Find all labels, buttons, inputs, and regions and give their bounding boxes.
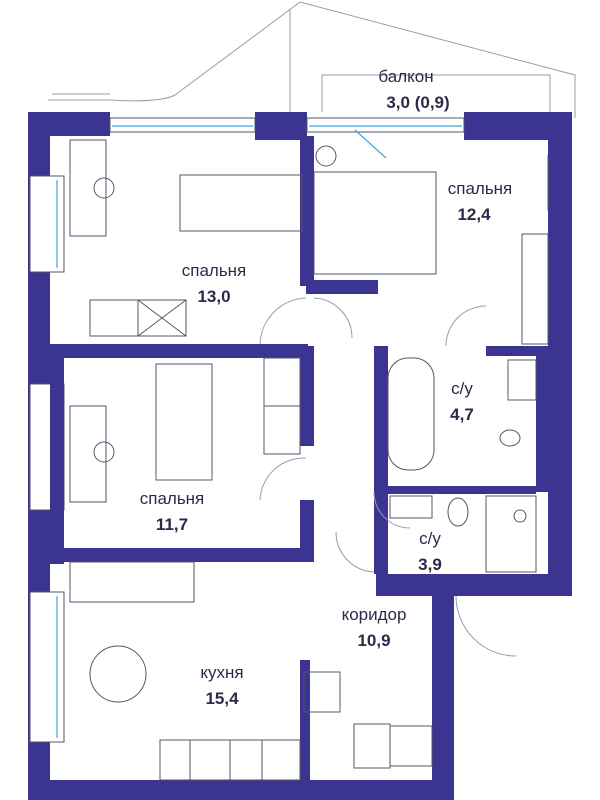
room-name: кухня	[200, 663, 243, 682]
room-label-bedroom-1: спальня 13,0	[182, 261, 247, 306]
bedroom-1-furniture	[69, 139, 303, 337]
room-area: 3,0 (0,9)	[386, 93, 449, 112]
door-swings	[259, 297, 517, 657]
room-label-corridor: коридор 10,9	[342, 605, 407, 650]
room-label-bedroom-2: спальня 12,4	[448, 179, 513, 224]
room-name: с/у	[419, 529, 441, 548]
room-label-bath-2: с/у 3,9	[418, 529, 442, 574]
room-label-bath-1: с/у 4,7	[450, 379, 474, 424]
bedroom-2-furniture	[313, 145, 549, 345]
room-name: спальня	[182, 261, 247, 280]
room-name: спальня	[448, 179, 513, 198]
left-windows	[29, 117, 465, 743]
kitchen-furniture	[69, 561, 433, 781]
room-area: 13,0	[197, 287, 230, 306]
room-name: с/у	[451, 379, 473, 398]
room-area: 3,9	[418, 555, 442, 574]
room-name: коридор	[342, 605, 407, 624]
room-name: спальня	[140, 489, 205, 508]
room-area: 10,9	[357, 631, 390, 650]
bedroom-3-furniture	[69, 357, 301, 503]
room-area: 12,4	[457, 205, 491, 224]
bath-furniture	[387, 357, 537, 573]
room-area: 4,7	[450, 405, 474, 424]
room-label-bedroom-3: спальня 11,7	[140, 489, 205, 534]
room-name: балкон	[378, 67, 433, 86]
room-area: 15,4	[205, 689, 239, 708]
room-label-balcony: балкон 3,0 (0,9)	[378, 67, 449, 112]
room-area: 11,7	[156, 515, 188, 534]
room-label-kitchen: кухня 15,4	[200, 663, 243, 708]
balcony-outline	[48, 1, 576, 118]
